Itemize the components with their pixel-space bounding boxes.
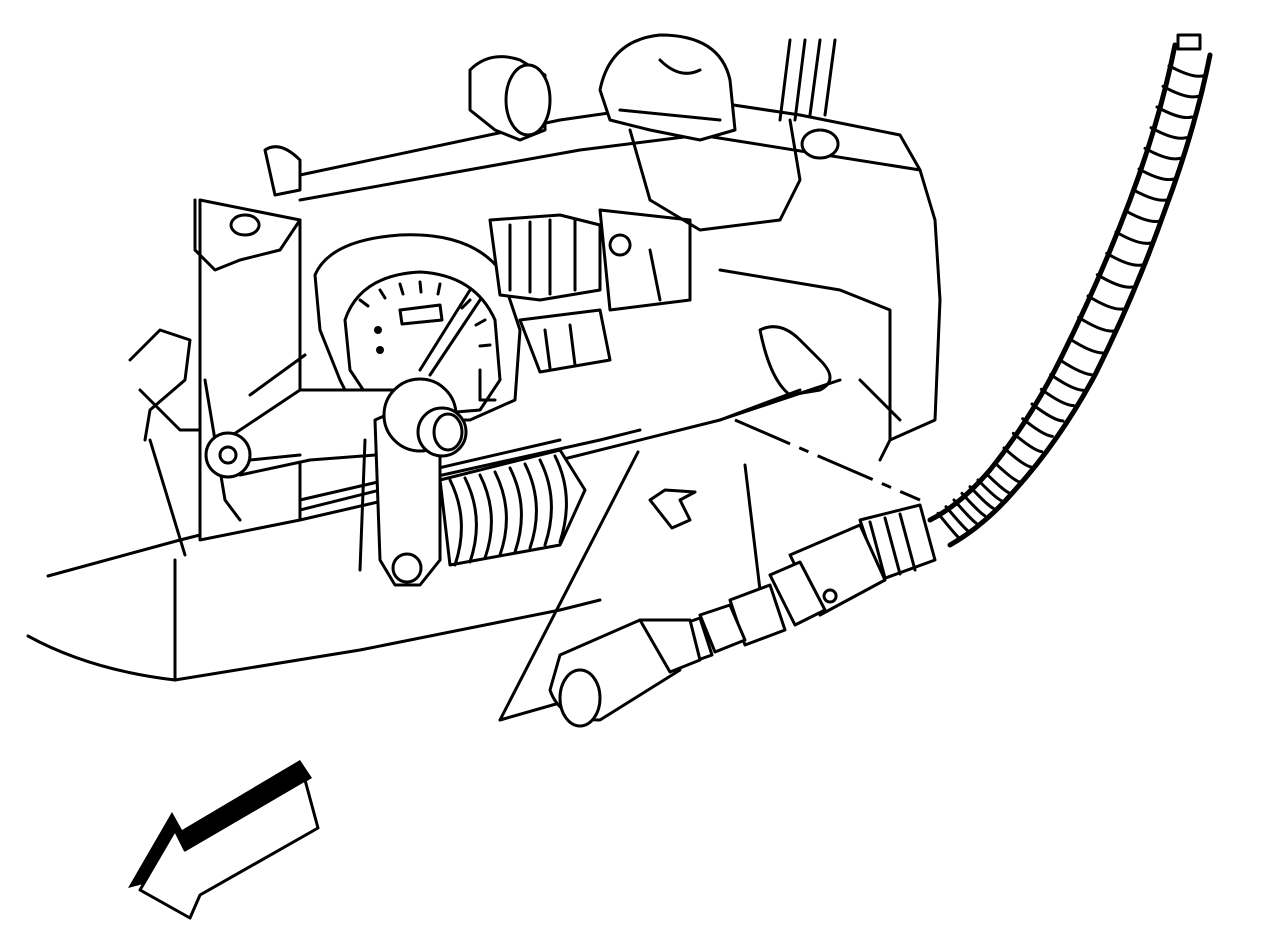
cable-coil-segment bbox=[936, 511, 961, 540]
cable-coil-segment bbox=[1030, 402, 1065, 423]
cable-coil-segment bbox=[952, 498, 978, 525]
cable-coil-segment bbox=[993, 461, 1022, 484]
cable-coil-segment bbox=[1131, 188, 1170, 202]
callout-detail-icon bbox=[498, 378, 921, 722]
cable-coil-segment bbox=[960, 491, 987, 518]
cable-coil-segment bbox=[1155, 105, 1194, 119]
cable-coil-segment bbox=[1137, 167, 1176, 181]
cable-coil-segment bbox=[1114, 230, 1153, 245]
cable-end-fitting-icon bbox=[548, 583, 787, 728]
cable-coil-segment bbox=[1086, 294, 1125, 311]
shift-cable-icon bbox=[927, 33, 1213, 548]
cable-coil-segment bbox=[1021, 417, 1054, 438]
cable-coil-segment bbox=[1167, 64, 1206, 78]
cable-coil-segment bbox=[1095, 273, 1134, 289]
cable-connector-icon bbox=[768, 503, 937, 627]
cable-coil-segment bbox=[968, 485, 995, 510]
detent-spring-icon bbox=[438, 448, 587, 567]
cable-coil-segment bbox=[1058, 358, 1097, 377]
cable-coil-segment bbox=[1039, 387, 1076, 408]
front-direction-arrow-icon bbox=[128, 760, 320, 920]
cable-coil-segment bbox=[944, 505, 969, 532]
cable-coil-segment bbox=[1067, 337, 1106, 355]
transmission-housing-icon bbox=[26, 33, 942, 682]
cable-coil-segment bbox=[1161, 84, 1200, 99]
cable-coil-segment bbox=[1105, 251, 1144, 267]
cable-coil-segment bbox=[1049, 373, 1086, 392]
cable-coil-segment bbox=[1143, 146, 1182, 161]
cable-coil-segment bbox=[984, 471, 1013, 496]
range-switch-icon bbox=[313, 213, 612, 422]
cable-coil-segment bbox=[1149, 126, 1188, 140]
cable-coil-segment bbox=[976, 478, 1004, 503]
cable-coil-segment bbox=[1077, 315, 1116, 333]
manual-shaft-lever-icon bbox=[204, 353, 468, 587]
cable-coil-segment bbox=[1002, 446, 1033, 469]
cable-coil-segment bbox=[1011, 431, 1044, 454]
cable-coil-segment bbox=[1123, 209, 1162, 223]
